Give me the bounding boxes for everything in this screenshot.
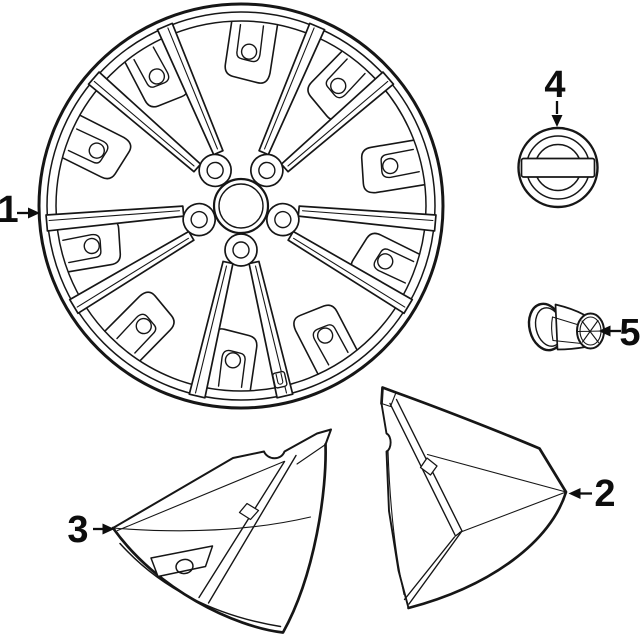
callout-2-arrow-icon [568, 488, 581, 499]
callout-4-center-cap[interactable]: 4 [544, 64, 566, 127]
wheel-cover-left-piece-illustration[interactable] [111, 428, 332, 634]
callout-3-arrow-icon [102, 523, 115, 535]
center-cap-illustration[interactable] [517, 126, 599, 209]
callout-4-arrow-icon [551, 115, 563, 127]
callout-5-label[interactable]: 5 [619, 312, 640, 354]
callout-5-lug-nut[interactable]: 5 [598, 312, 640, 354]
wheel-outer-rim [37, 2, 445, 410]
callout-2-cover-right[interactable]: 2 [568, 473, 616, 515]
callout-4-label[interactable]: 4 [544, 64, 565, 106]
callout-3-cover-left[interactable]: 3 [67, 509, 115, 551]
wheel-cover-right-piece-illustration[interactable] [380, 386, 568, 610]
callout-1-label[interactable]: 1 [0, 189, 19, 231]
callout-5-arrow-icon [598, 325, 611, 337]
lug-nut-illustration[interactable] [524, 300, 605, 354]
callout-3-label[interactable]: 3 [67, 509, 88, 551]
center-cap-emblem-bar [520, 157, 596, 178]
callout-2-label[interactable]: 2 [594, 473, 615, 515]
callout-1-arrow-icon [28, 207, 40, 219]
callout-1-wheel[interactable]: 1 [0, 189, 40, 231]
valve-stem [272, 370, 288, 389]
wheel-hub-bore [212, 177, 270, 235]
wheel-illustration[interactable] [17, 0, 464, 410]
